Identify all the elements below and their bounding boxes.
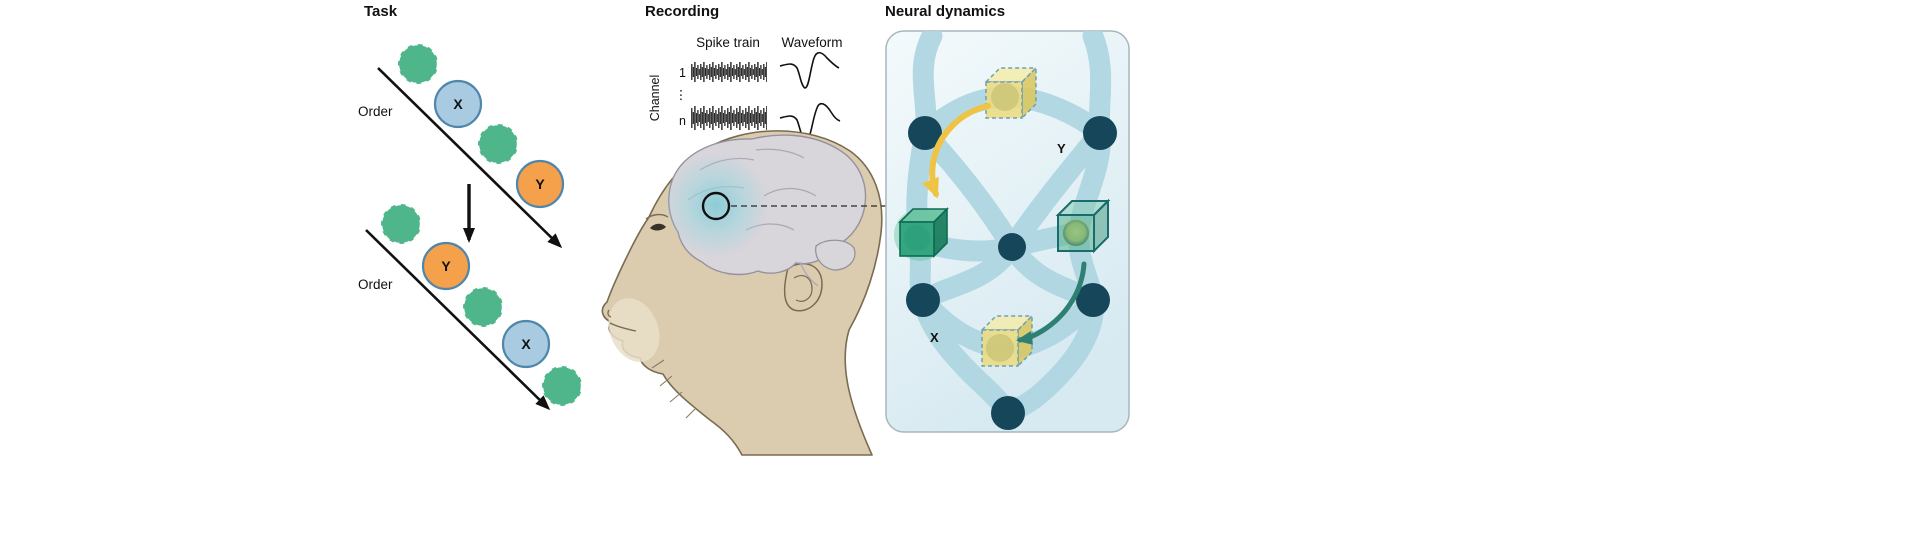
- monkey-eye: [650, 223, 666, 231]
- monkey-cerebellum: [815, 239, 856, 271]
- item-y-circle: [421, 241, 471, 291]
- transition-arrow-teal: [1016, 261, 1087, 345]
- network-node: [991, 396, 1025, 430]
- item-x-label: X: [453, 96, 463, 112]
- item-y-circle: [515, 159, 565, 209]
- state-cube-y: [984, 66, 1038, 120]
- task-panel: Task X Y Order Y: [358, 3, 584, 411]
- neural-dynamics-panel: Neural dynamics: [885, 3, 1130, 433]
- recording-panel: Recording Spike train Waveform Channel 1…: [601, 3, 886, 456]
- order-label-bottom: Order: [358, 277, 393, 292]
- item-x-label: X: [521, 336, 531, 352]
- state-cube-green: [894, 207, 949, 261]
- order-arrow-top: [377, 67, 563, 249]
- channel-ellipsis: ⋮: [675, 88, 688, 102]
- sequence-item-green-dashed: [461, 285, 505, 329]
- state-label-y: Y: [1057, 141, 1066, 156]
- order-arrow-bottom: [365, 229, 551, 411]
- sequence-item-y: Y: [515, 159, 565, 209]
- waveform-chn: [779, 102, 841, 141]
- sequence-item-y: Y: [421, 241, 471, 291]
- sequence-item-green-dashed: [379, 202, 423, 246]
- task-sequence-top: X Y Order: [358, 42, 565, 249]
- transition-arrow-yellow: [922, 103, 991, 199]
- waveform-header: Waveform: [781, 35, 842, 50]
- monkey-illustration: [601, 130, 883, 456]
- sequence-item-x: X: [501, 319, 551, 369]
- neural-dynamics-title: Neural dynamics: [885, 3, 1005, 20]
- channel-1-label: 1: [679, 66, 686, 80]
- spike-train-header: Spike train: [696, 35, 760, 50]
- channel-axis-label: Channel: [648, 75, 662, 122]
- item-y-label: Y: [441, 258, 451, 274]
- network-node: [1083, 116, 1117, 150]
- monkey-mouth: [609, 322, 637, 332]
- monkey-ear-inner: [793, 275, 813, 302]
- sequence-item-green-dashed: [476, 122, 520, 166]
- item-x-circle: [501, 319, 551, 369]
- network-node: [908, 116, 942, 150]
- waveform-ch1: [779, 51, 840, 89]
- state-cube-teal: [1055, 198, 1111, 254]
- network-node: [998, 233, 1026, 261]
- recording-site-glow: [664, 153, 768, 257]
- state-label-x: X: [930, 330, 939, 345]
- item-y-label: Y: [535, 176, 545, 192]
- monkey-ear: [783, 263, 823, 312]
- spike-train-raster-chn: [691, 105, 767, 131]
- network-node: [1076, 283, 1110, 317]
- spike-train-raster-ch1: [691, 61, 767, 83]
- network-node: [906, 283, 940, 317]
- order-label-top: Order: [358, 104, 393, 119]
- sequence-item-x: X: [433, 79, 483, 129]
- item-x-circle: [433, 79, 483, 129]
- monkey-fur-strokes: [651, 359, 697, 419]
- sequence-item-green-dashed: [396, 42, 440, 86]
- sequence-item-green-dashed: [540, 364, 584, 408]
- channel-n-label: n: [679, 114, 686, 128]
- monkey-nostril: [607, 309, 612, 318]
- task-sequence-bottom: Y X Order: [358, 202, 584, 411]
- task-title: Task: [364, 3, 398, 20]
- recording-title: Recording: [645, 3, 719, 20]
- recording-site-circle: [701, 191, 731, 221]
- neural-network: Y X: [894, 31, 1117, 430]
